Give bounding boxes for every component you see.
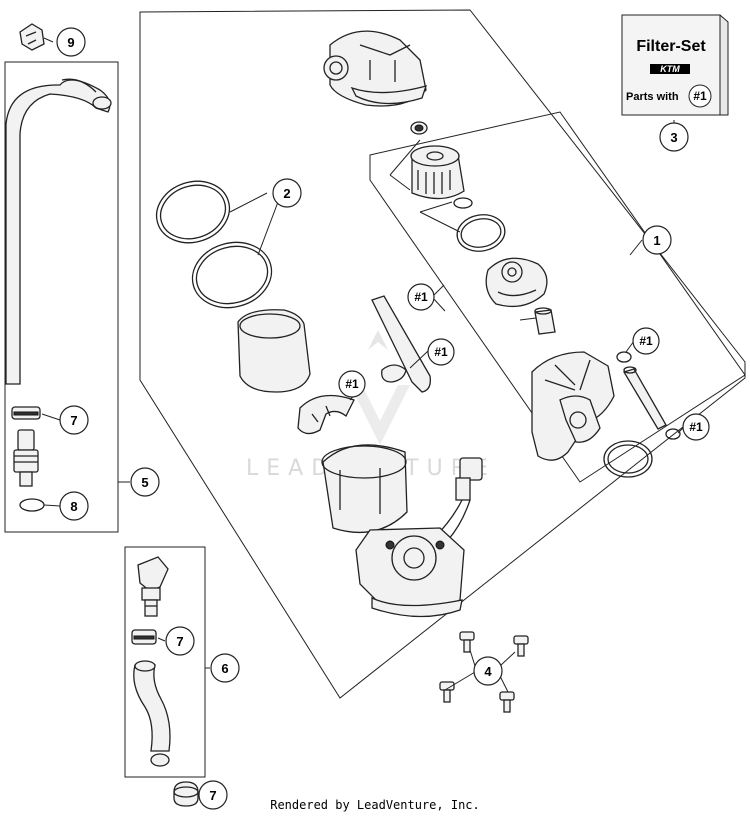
svg-text:7: 7	[176, 634, 183, 649]
callout-7c[interactable]: 7	[198, 780, 228, 810]
svg-text:5: 5	[141, 475, 148, 490]
fitting-part	[13, 429, 39, 487]
fuel-line-part	[5, 78, 112, 385]
ref-hash1-d[interactable]: #1	[632, 327, 660, 355]
svg-text:9: 9	[67, 35, 74, 50]
pump-base-cup	[321, 444, 408, 534]
pump-motor-part	[531, 351, 615, 461]
svg-text:#1: #1	[345, 377, 359, 391]
clip-ring-part	[381, 364, 407, 383]
hose-frame	[124, 546, 206, 778]
bolt-part-d	[499, 691, 515, 713]
filter-cup	[237, 309, 311, 393]
pump-top-housing	[323, 30, 428, 107]
regulator-part	[485, 257, 548, 308]
callout-1[interactable]: 1	[642, 225, 672, 255]
main-assembly-frame	[139, 9, 746, 699]
o-ring-part-2b	[191, 241, 273, 309]
filter-set-brand: KTM	[660, 64, 680, 74]
bolt-part-c	[439, 681, 455, 703]
svg-text:7: 7	[70, 413, 77, 428]
large-o-ring-1	[603, 440, 653, 478]
clip-part	[19, 23, 45, 51]
callout-5[interactable]: 5	[130, 467, 160, 497]
filter-set-box: Filter-Set KTM Parts with #1	[621, 14, 729, 116]
callout-4[interactable]: 4	[473, 656, 503, 686]
callout-3[interactable]: 3	[659, 122, 689, 152]
retainer-part	[297, 394, 355, 435]
ref-hash1-b[interactable]: #1	[427, 338, 455, 366]
sub-assembly-frame	[369, 111, 746, 483]
small-tube-part	[534, 307, 556, 335]
small-o-ring-3	[665, 428, 681, 440]
fuel-line-frame	[4, 61, 119, 533]
clamp-part-loose	[173, 781, 199, 807]
svg-text:8: 8	[70, 499, 77, 514]
callout-6[interactable]: 6	[210, 653, 240, 683]
clamp-part-6	[131, 629, 157, 645]
o-ring-part-8	[19, 498, 45, 512]
svg-text:7: 7	[209, 788, 216, 803]
filter-set-ref: #1	[693, 89, 707, 103]
hose-part	[133, 660, 171, 767]
clamp-part-5	[11, 406, 41, 420]
filter-part	[410, 121, 465, 200]
svg-text:6: 6	[221, 661, 228, 676]
svg-text:4: 4	[484, 664, 492, 679]
medium-o-ring-1	[456, 214, 506, 252]
sender-arm-part	[371, 295, 431, 393]
footer-credit: Rendered by LeadVenture, Inc.	[270, 798, 480, 812]
callout-9[interactable]: 9	[56, 27, 86, 57]
small-o-ring-2	[616, 351, 632, 363]
callout-2[interactable]: 2	[272, 178, 302, 208]
o-ring-part-2a	[155, 180, 231, 244]
svg-text:#1: #1	[639, 334, 653, 348]
bolt-part-a	[459, 631, 475, 653]
fuel-pipe-part	[623, 366, 667, 430]
svg-text:1: 1	[653, 233, 660, 248]
quick-connector-part	[137, 556, 169, 617]
callout-7b[interactable]: 7	[165, 626, 195, 656]
bolt-part-b	[513, 635, 529, 657]
filter-set-parts-with: Parts with	[626, 91, 679, 103]
small-o-ring-1	[453, 197, 473, 209]
ref-hash1-e[interactable]: #1	[682, 413, 710, 441]
svg-text:3: 3	[670, 130, 677, 145]
callout-8[interactable]: 8	[59, 491, 89, 521]
svg-text:#1: #1	[434, 345, 448, 359]
pump-flange-part	[355, 527, 465, 618]
svg-text:#1: #1	[414, 290, 428, 304]
filter-set-title: Filter-Set	[636, 38, 706, 55]
ref-hash1-c[interactable]: #1	[338, 370, 366, 398]
svg-text:2: 2	[283, 186, 290, 201]
callout-7a[interactable]: 7	[59, 405, 89, 435]
ref-hash1-a[interactable]: #1	[407, 283, 435, 311]
svg-text:#1: #1	[689, 420, 703, 434]
